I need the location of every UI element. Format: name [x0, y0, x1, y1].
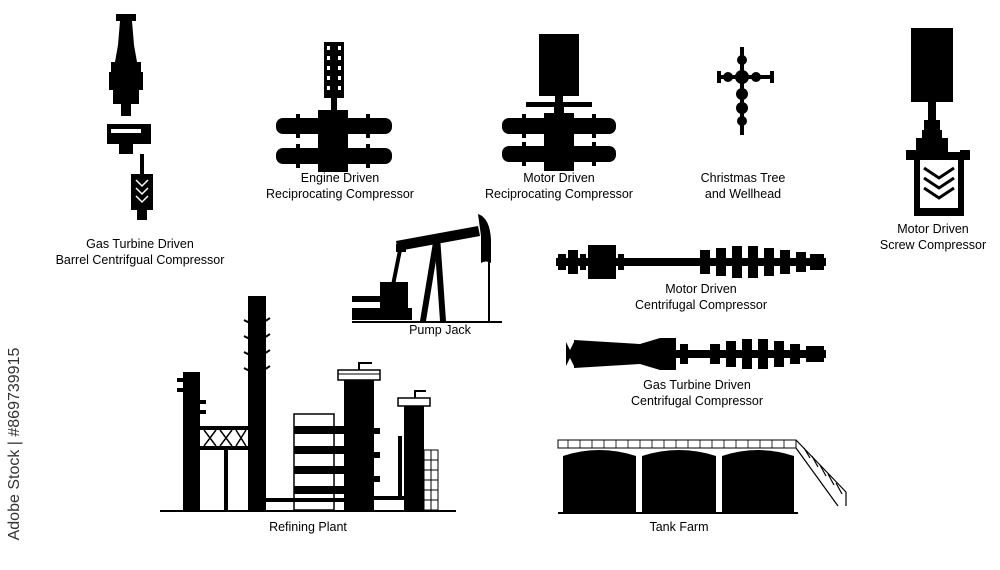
stock-id-watermark: Adobe Stock | #869739915 [6, 347, 23, 541]
refining-plant-icon [160, 296, 456, 512]
turbine-centrifugal-label: Gas Turbine Driven Centrifugal Compresso… [631, 378, 763, 408]
pump-jack-icon [352, 214, 502, 323]
screw-compressor-icon [906, 28, 970, 216]
pump-jack-label: Pump Jack [409, 323, 471, 337]
tank-farm-icon [557, 439, 847, 514]
refining-plant-label: Refining Plant [269, 520, 347, 534]
barrel-compressor-icon [107, 14, 153, 220]
screw-compressor-label: Motor Driven Screw Compressor [879, 222, 987, 252]
barrel-compressor-label: Gas Turbine Driven Barrel Centrifgual Co… [55, 237, 225, 267]
motor-centrifugal-label: Motor Driven Centrifugal Compressor [635, 282, 767, 312]
christmas-tree-label: Christmas Tree and Wellhead [700, 171, 786, 201]
turbine-centrifugal-compressor-icon [566, 338, 826, 370]
tank-farm-label: Tank Farm [649, 520, 709, 534]
motor-recip-compressor-icon [502, 34, 616, 171]
engine-recip-compressor-icon [276, 42, 392, 172]
engine-recip-label: Engine Driven Reciprocating Compressor [266, 171, 414, 201]
motor-centrifugal-compressor-icon [556, 245, 826, 279]
christmas-tree-icon [717, 47, 774, 135]
motor-recip-label: Motor Driven Reciprocating Compressor [485, 171, 633, 201]
